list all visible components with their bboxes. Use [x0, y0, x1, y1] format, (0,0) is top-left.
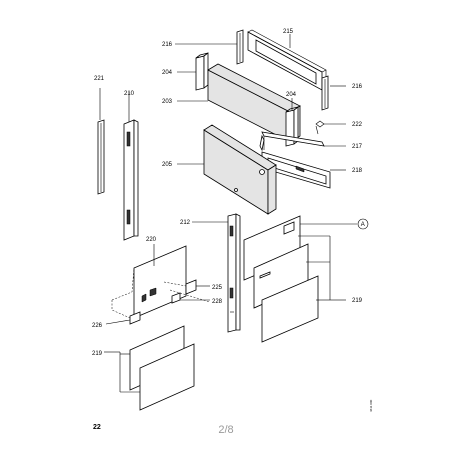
- glass-panes-219-left: [129, 325, 195, 411]
- label-210: 210: [124, 91, 135, 97]
- label-228: 228: [212, 299, 223, 305]
- glass-panes-219-right: [243, 215, 319, 343]
- inner-door-220: [133, 245, 187, 319]
- label-204-left: 204: [162, 70, 173, 76]
- label-218: 218: [352, 168, 363, 174]
- label-220: 220: [146, 237, 157, 243]
- label-203: 203: [162, 99, 173, 105]
- bracket-216-right: [321, 75, 329, 111]
- frame-215: [247, 29, 327, 91]
- side-code: 4611 000: [369, 399, 373, 412]
- side-strip-221: [97, 88, 105, 195]
- small-parts-225-228: [111, 267, 211, 325]
- reference-marker-a: A: [357, 218, 369, 230]
- rail-218: [261, 151, 331, 189]
- insulation-block-204-right: [285, 106, 299, 147]
- bracket-216-left: [236, 29, 244, 65]
- label-221: 221: [94, 76, 105, 82]
- label-216-left: 216: [162, 42, 173, 48]
- insulation-panel-205: [203, 124, 277, 215]
- side-rail-210: [123, 92, 139, 241]
- label-204-right: 204: [286, 92, 297, 98]
- hinge-rail-212: [227, 213, 241, 333]
- leader-lines: [104, 34, 357, 393]
- page-number: 22: [93, 424, 101, 431]
- label-215: 215: [283, 29, 294, 35]
- label-222: 222: [352, 122, 363, 128]
- label-205: 205: [162, 162, 173, 168]
- label-217: 217: [352, 144, 363, 150]
- insulation-panel-203: [207, 63, 301, 143]
- label-219-right: 219: [352, 298, 363, 304]
- insulation-block-204-left: [195, 52, 209, 91]
- label-212: 212: [180, 220, 191, 226]
- label-a: A: [361, 222, 365, 228]
- label-226: 226: [92, 323, 103, 329]
- label-219-left: 219: [92, 351, 103, 357]
- page-indicator: 2/8: [218, 424, 233, 436]
- label-225: 225: [212, 285, 223, 291]
- label-216-right: 216: [352, 84, 363, 90]
- clip-222: [315, 120, 325, 135]
